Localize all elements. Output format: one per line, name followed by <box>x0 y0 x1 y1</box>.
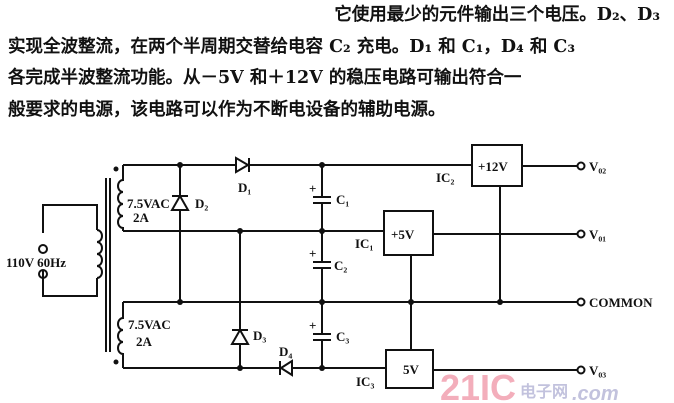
output-vo2: V₀₂ <box>576 159 606 174</box>
output-common: COMMON <box>576 295 653 310</box>
watermark-main: 21IC <box>440 367 516 403</box>
output-vo3-label: V₀₃ <box>589 363 606 378</box>
diode-d1: D₁ <box>235 156 251 195</box>
regulator-ic2-label: +12V <box>478 159 508 174</box>
diode-d4: D₄ <box>279 344 293 377</box>
regulator-ic2-name: IC₂ <box>436 170 454 185</box>
text-line-2: 实现全波整流，在两个半周期交替给电容 C₂ 充电。D₁ 和 C₁，D₄ 和 C₃ <box>8 36 576 57</box>
watermark-domain: .com <box>572 383 619 403</box>
regulator-ic1: +5V IC₁ <box>355 210 434 256</box>
diode-d4-label: D₄ <box>279 344 292 359</box>
capacitor-c3-label: C₃ <box>336 329 349 344</box>
output-vo1: V₀₁ <box>576 227 606 242</box>
secondary-top: 7.5VAC 2A <box>113 165 170 231</box>
diode-d2: D₂ <box>170 193 208 211</box>
capacitor-plus: + <box>309 181 316 196</box>
capacitor-c2: + C₂ <box>309 246 347 273</box>
text-line-4: 般要求的电源，该电路可以作为不断电设备的辅助电源。 <box>8 99 446 120</box>
secondary-top-voltage: 7.5VAC <box>127 196 170 211</box>
regulator-ic3-label: 5V <box>403 362 420 377</box>
primary-winding: 110V 60Hz <box>6 204 103 297</box>
capacitor-c1-label: C₁ <box>336 192 349 207</box>
capacitor-plus: + <box>309 318 316 333</box>
regulator-ic3: 5V IC₃ <box>356 349 434 389</box>
output-vo1-label: V₀₁ <box>589 227 606 242</box>
junction-dots <box>177 162 503 371</box>
secondary-bottom: 7.5VAC 2A <box>113 302 171 368</box>
watermark-logo: 21IC 电子网 .com <box>440 367 619 403</box>
capacitor-c2-label: C₂ <box>334 258 347 273</box>
secondary-bottom-current: 2A <box>136 334 153 349</box>
description-paragraph: 它使用最少的元件输出三个电压。D₂、D₃ 实现全波整流，在两个半周期交替给电容 … <box>8 0 668 126</box>
capacitor-c3: + C₃ <box>309 318 349 344</box>
capacitor-c1: + C₁ <box>309 181 349 207</box>
text-line-3: 各完成半波整流功能。从－5V 和＋12V 的稳压电路可输出符合一 <box>8 68 522 88</box>
regulator-ic1-name: IC₁ <box>355 236 373 251</box>
diode-d3: D₃ <box>230 327 266 345</box>
secondary-top-current: 2A <box>133 210 150 225</box>
output-vo2-label: V₀₂ <box>589 159 606 174</box>
input-label: 110V 60Hz <box>6 255 66 270</box>
diode-d2-label: D₂ <box>195 196 208 211</box>
regulator-ic3-name: IC₃ <box>356 374 374 389</box>
output-vo3: V₀₃ <box>576 363 606 378</box>
diode-d3-label: D₃ <box>253 328 266 343</box>
capacitor-plus: + <box>309 246 316 261</box>
watermark-cn: 电子网 <box>520 382 568 401</box>
output-common-label: COMMON <box>589 295 653 310</box>
input-terminal <box>38 269 48 279</box>
text-line-1: 它使用最少的元件输出三个电压。D₂、D₃ <box>334 5 660 25</box>
diode-d1-label: D₁ <box>238 180 251 195</box>
secondary-bottom-voltage: 7.5VAC <box>128 317 171 332</box>
regulator-ic1-label: +5V <box>391 227 415 242</box>
input-terminal <box>38 244 48 254</box>
